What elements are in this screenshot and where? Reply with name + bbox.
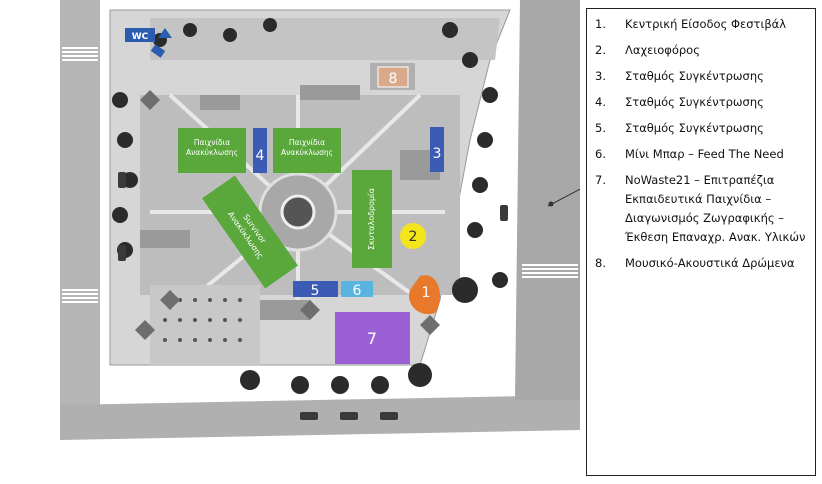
legend-item-text: Σταθμός Συγκέντρωσης — [625, 69, 764, 83]
zone-8-label: 8 — [389, 71, 398, 87]
legend-item-4: 4. Σταθμός Συγκέντρωσης — [595, 93, 809, 112]
wc-arrow-icon — [150, 44, 166, 58]
trees — [112, 18, 508, 394]
zone-1-label: 1 — [422, 285, 431, 301]
wc-label: WC — [132, 32, 149, 42]
legend-item-3: 3. Σταθμός Συγκέντρωσης — [595, 67, 809, 86]
fountain — [280, 194, 316, 230]
road-south — [60, 395, 580, 440]
legend-item-number: 1. — [595, 17, 606, 31]
zone-5-label: 5 — [311, 283, 320, 299]
recycling-games-right-line-1: Παιχνίδια — [289, 138, 325, 147]
legend-item-text: Σταθμός Συγκέντρωσης — [625, 121, 764, 135]
zone-6-label: 6 — [353, 283, 362, 299]
crosswalks — [62, 47, 578, 303]
festival-site-map: WC 8 Παιχνίδια Ανακύκλωσης Παιχνίδια Ανα… — [60, 0, 580, 440]
legend-item-number: 5. — [595, 121, 606, 135]
legend-item-number: 4. — [595, 95, 606, 109]
road-east — [515, 0, 580, 400]
zone-6[interactable]: 6 — [341, 281, 373, 299]
road-west — [60, 0, 100, 430]
recycling-games-right-area[interactable]: Παιχνίδια Ανακύκλωσης — [273, 128, 341, 173]
zone-2-label: 2 — [409, 229, 418, 245]
legend-item-text: Μίνι Μπαρ – Feed The Need — [625, 147, 784, 161]
zone-3[interactable]: 3 — [430, 127, 444, 172]
zone-1[interactable]: 1 — [409, 275, 440, 315]
legend-item-number: 7. — [595, 173, 606, 187]
parked-cars — [118, 172, 508, 420]
zone-4[interactable]: 4 — [253, 128, 267, 173]
zone-8[interactable]: 8 — [370, 63, 415, 90]
buildings — [140, 85, 440, 320]
legend-item-5: 5. Σταθμός Συγκέντρωσης — [595, 119, 809, 138]
zone-4-label: 4 — [256, 148, 265, 164]
legend-item-number: 3. — [595, 69, 606, 83]
legend-item-text: Σταθμός Συγκέντρωσης — [625, 95, 764, 109]
north-plaza — [150, 18, 500, 60]
legend-item-number: 2. — [595, 43, 606, 57]
zone-3-label: 3 — [433, 146, 442, 162]
wc-sign: WC — [125, 28, 155, 42]
legend-item-number: 8. — [595, 256, 606, 270]
legend-item-text: NoWaste21 – Επιτραπέζια Εκπαιδευτικά Παι… — [625, 173, 806, 244]
north-arrow-icon — [158, 28, 172, 38]
treasure-hunt-area[interactable]: Σκυταλοδρομία — [352, 170, 392, 268]
zone-2[interactable]: 2 — [400, 223, 426, 249]
umbrellas — [135, 90, 440, 340]
legend-pointer-line — [547, 188, 580, 207]
legend-item-6: 6. Μίνι Μπαρ – Feed The Need — [595, 145, 809, 164]
legend-pointer-dot — [548, 201, 554, 207]
recycling-games-left-area[interactable]: Παιχνίδια Ανακύκλωσης — [178, 128, 246, 173]
legend-item-text: Λαχειοφόρος — [625, 43, 700, 57]
legend-panel: 1. Κεντρική Είσοδος Φεστιβάλ 2. Λαχειοφόρο… — [586, 8, 816, 476]
legend-item-7: 7. NoWaste21 – Επιτραπέζια Εκπαιδευτικά Π… — [595, 171, 809, 247]
legend-item-number: 6. — [595, 147, 606, 161]
recycling-games-right-line-2: Ανακύκλωσης — [281, 148, 333, 157]
legend-item-text: Μουσικό-Ακουστικά Δρώμενα — [625, 256, 795, 270]
zone-5[interactable]: 5 — [293, 281, 338, 299]
recycling-games-left-line-1: Παιχνίδια — [194, 138, 230, 147]
legend-item-text: Κεντρική Είσοδος Φεστιβάλ — [625, 17, 787, 31]
legend-item-1: 1. Κεντρική Είσοδος Φεστιβάλ — [595, 15, 809, 34]
zone-7[interactable]: 7 — [335, 312, 410, 364]
legend-item-8: 8. Μουσικό-Ακουστικά Δρώμενα — [595, 254, 809, 273]
recycling-games-left-line-2: Ανακύκλωσης — [186, 148, 238, 157]
zone-7-label: 7 — [367, 329, 377, 348]
legend-list: 1. Κεντρική Είσοδος Φεστιβάλ 2. Λαχειοφόρο… — [587, 9, 815, 273]
treasure-hunt-label: Σκυταλοδρομία — [367, 188, 376, 250]
legend-item-2: 2. Λαχειοφόρος — [595, 41, 809, 60]
